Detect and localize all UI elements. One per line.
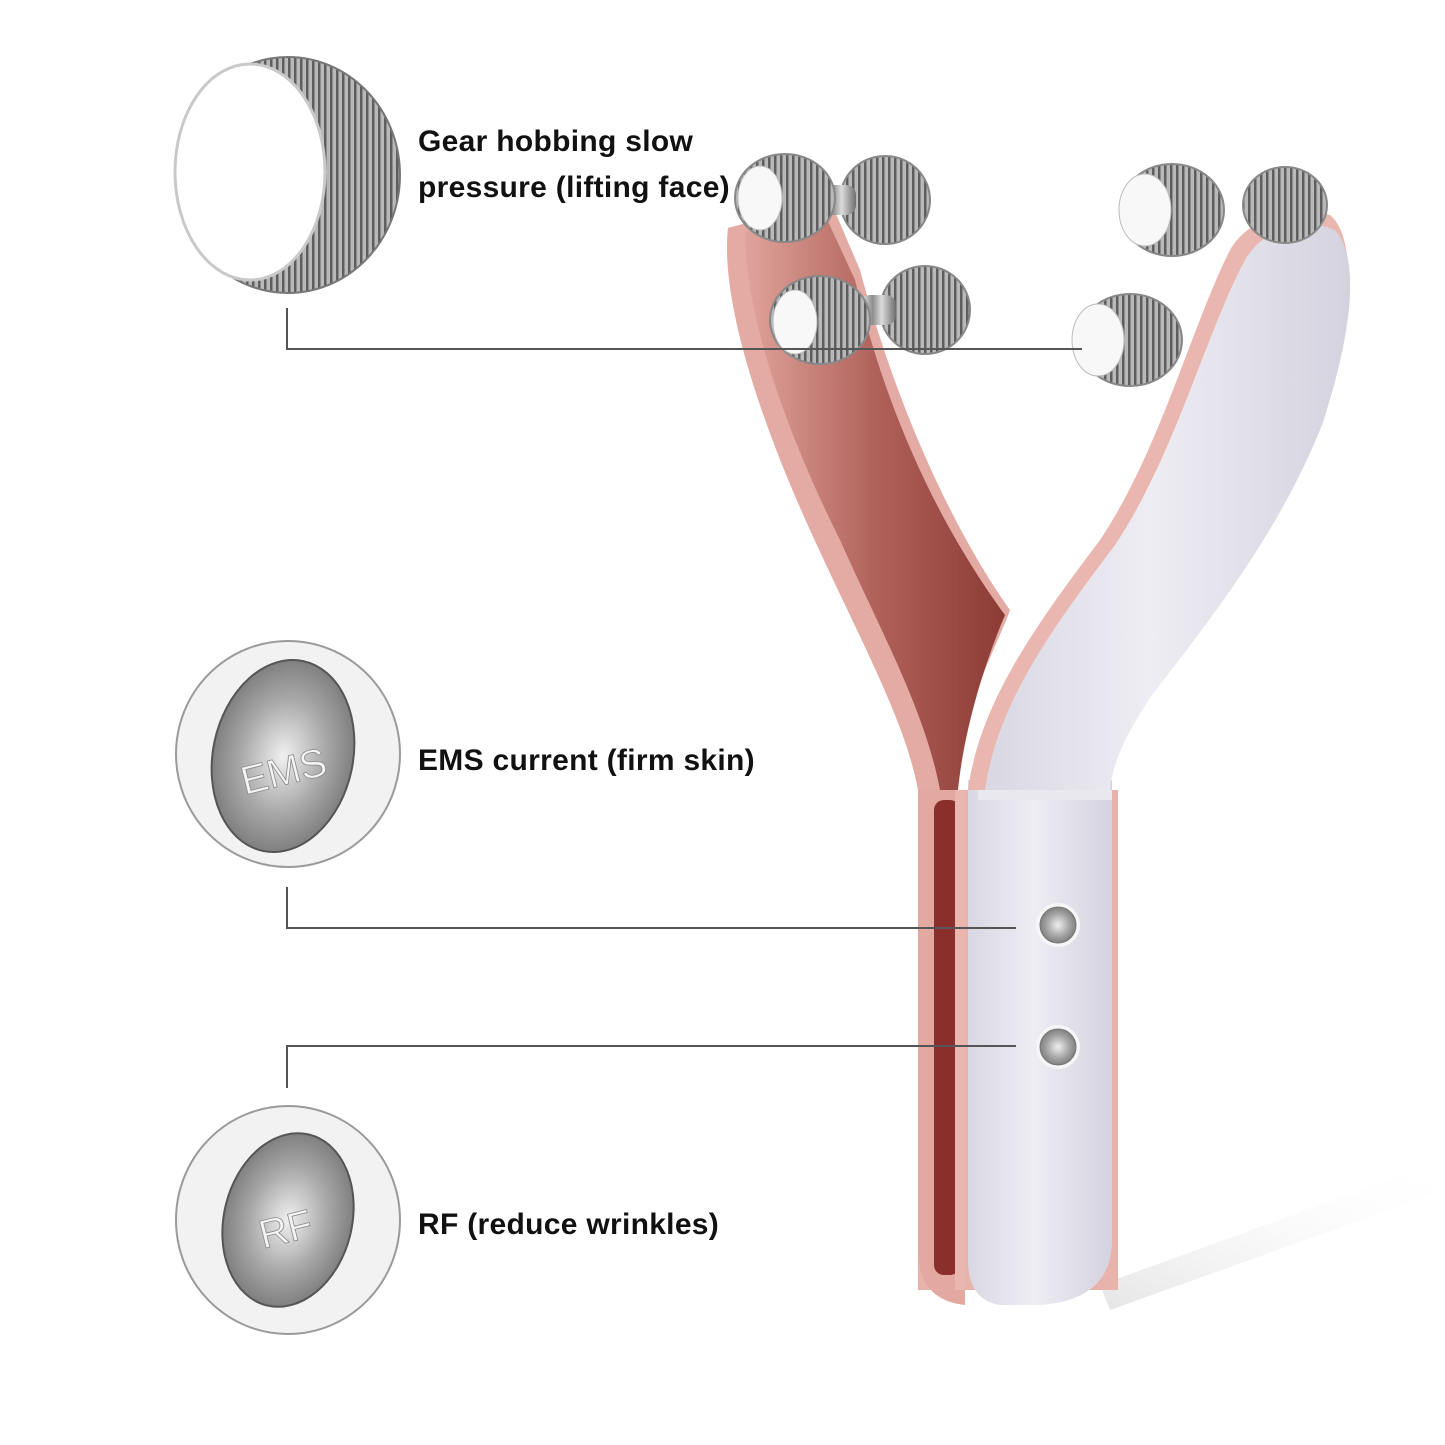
feature-label-ems: EMS current (firm skin) bbox=[418, 744, 755, 777]
right-arm bbox=[968, 211, 1351, 790]
callout-line-gear bbox=[286, 308, 1082, 350]
rf-electrode-icon: RF bbox=[175, 1105, 401, 1335]
floor-shadow bbox=[1100, 1160, 1445, 1310]
feature-label-rf: RF (reduce wrinkles) bbox=[418, 1208, 720, 1241]
rf-electrode-button bbox=[1036, 1025, 1080, 1069]
roller-pair-top-right bbox=[1118, 163, 1328, 257]
roller-mid-right bbox=[1071, 293, 1183, 387]
callout-line-ems bbox=[286, 887, 1016, 929]
feature-label-gear-hobbing: Gear hobbing slow pressure (lifting face… bbox=[418, 125, 730, 204]
roller-pair-top-left bbox=[734, 153, 931, 245]
roller-pair-mid-left bbox=[769, 265, 971, 365]
callout-line-rf bbox=[286, 1045, 1016, 1088]
ems-electrode-button bbox=[1036, 903, 1080, 947]
left-arm bbox=[726, 200, 1010, 790]
gear-roller-icon bbox=[173, 56, 401, 294]
handle bbox=[918, 762, 1118, 1305]
ems-electrode-icon: EMS bbox=[175, 640, 401, 868]
